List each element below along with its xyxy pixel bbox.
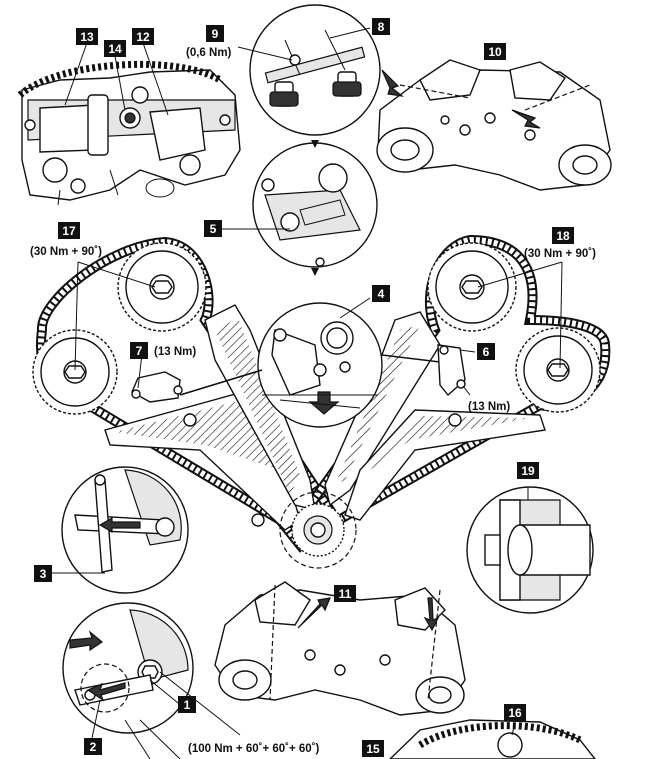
callout-9: 9: [206, 25, 224, 42]
svg-text:5: 5: [210, 222, 217, 236]
svg-text:7: 7: [136, 344, 143, 358]
callout-4: 4: [372, 285, 390, 302]
callout-10: 10: [484, 43, 506, 60]
torque-9: (0,6 Nm): [186, 47, 232, 59]
svg-text:8: 8: [378, 20, 385, 34]
callout-11: 11: [334, 585, 356, 602]
inset-circle-tool-19: [466, 486, 594, 614]
callout-3: 3: [34, 565, 52, 582]
inset-circle-middle: [252, 142, 378, 268]
torque-18: (30 Nm + 90˚): [524, 248, 596, 260]
tensioner-bracket-bottom: [214, 581, 466, 716]
callout-6: 6: [477, 343, 495, 360]
svg-text:2: 2: [90, 740, 97, 754]
callout-13: 13: [76, 28, 98, 45]
svg-text:15: 15: [366, 742, 380, 756]
sprocket-right-lower: [515, 327, 601, 413]
sprocket-right-upper: [427, 242, 517, 332]
callout-8: 8: [372, 18, 390, 35]
svg-text:14: 14: [108, 42, 122, 56]
callout-15: 15: [362, 740, 384, 757]
camshaft-head-detail: [17, 60, 241, 206]
callout-12: 12: [132, 28, 154, 45]
svg-text:16: 16: [508, 706, 522, 720]
svg-text:18: 18: [556, 229, 570, 243]
svg-text:10: 10: [488, 45, 502, 59]
torque-7: (13 Nm): [154, 346, 196, 358]
callout-17: 17: [58, 222, 80, 239]
callout-19: 19: [517, 462, 539, 479]
svg-text:17: 17: [62, 224, 76, 238]
tensioner-bracket-top: [376, 59, 612, 191]
crank-sprocket: [279, 491, 357, 569]
bottom-right-fragment: [388, 719, 596, 759]
sprocket-left-lower: [32, 329, 118, 415]
torque-17: (30 Nm + 90˚): [30, 246, 102, 258]
torque-1: (100 Nm + 60˚+ 60˚+ 60˚): [188, 743, 320, 755]
callout-14: 14: [104, 40, 126, 57]
callout-2: 2: [84, 738, 102, 755]
svg-text:12: 12: [136, 30, 150, 44]
callout-7: 7: [130, 342, 148, 359]
tensioner-right: [437, 344, 466, 397]
sprocket-left-upper: [117, 242, 207, 332]
svg-text:19: 19: [521, 464, 535, 478]
svg-text:4: 4: [378, 287, 385, 301]
svg-text:9: 9: [212, 27, 219, 41]
callout-18: 18: [552, 227, 574, 244]
svg-text:3: 3: [40, 567, 47, 581]
chain-guides: [104, 304, 546, 531]
torque-6: (13 Nm): [468, 401, 510, 413]
callout-5: 5: [204, 220, 222, 237]
inset-circle-top: [249, 4, 381, 136]
tensioner-left: [131, 371, 183, 403]
svg-text:1: 1: [184, 698, 191, 712]
svg-text:6: 6: [483, 345, 490, 359]
svg-text:13: 13: [80, 30, 94, 44]
callout-16: 16: [504, 704, 526, 721]
inset-circle-tensioner: [257, 302, 383, 428]
svg-text:11: 11: [339, 587, 352, 601]
callout-1: 1: [178, 696, 196, 713]
inset-circle-locking-tool: [61, 466, 189, 594]
inset-circle-crank: [62, 602, 194, 759]
